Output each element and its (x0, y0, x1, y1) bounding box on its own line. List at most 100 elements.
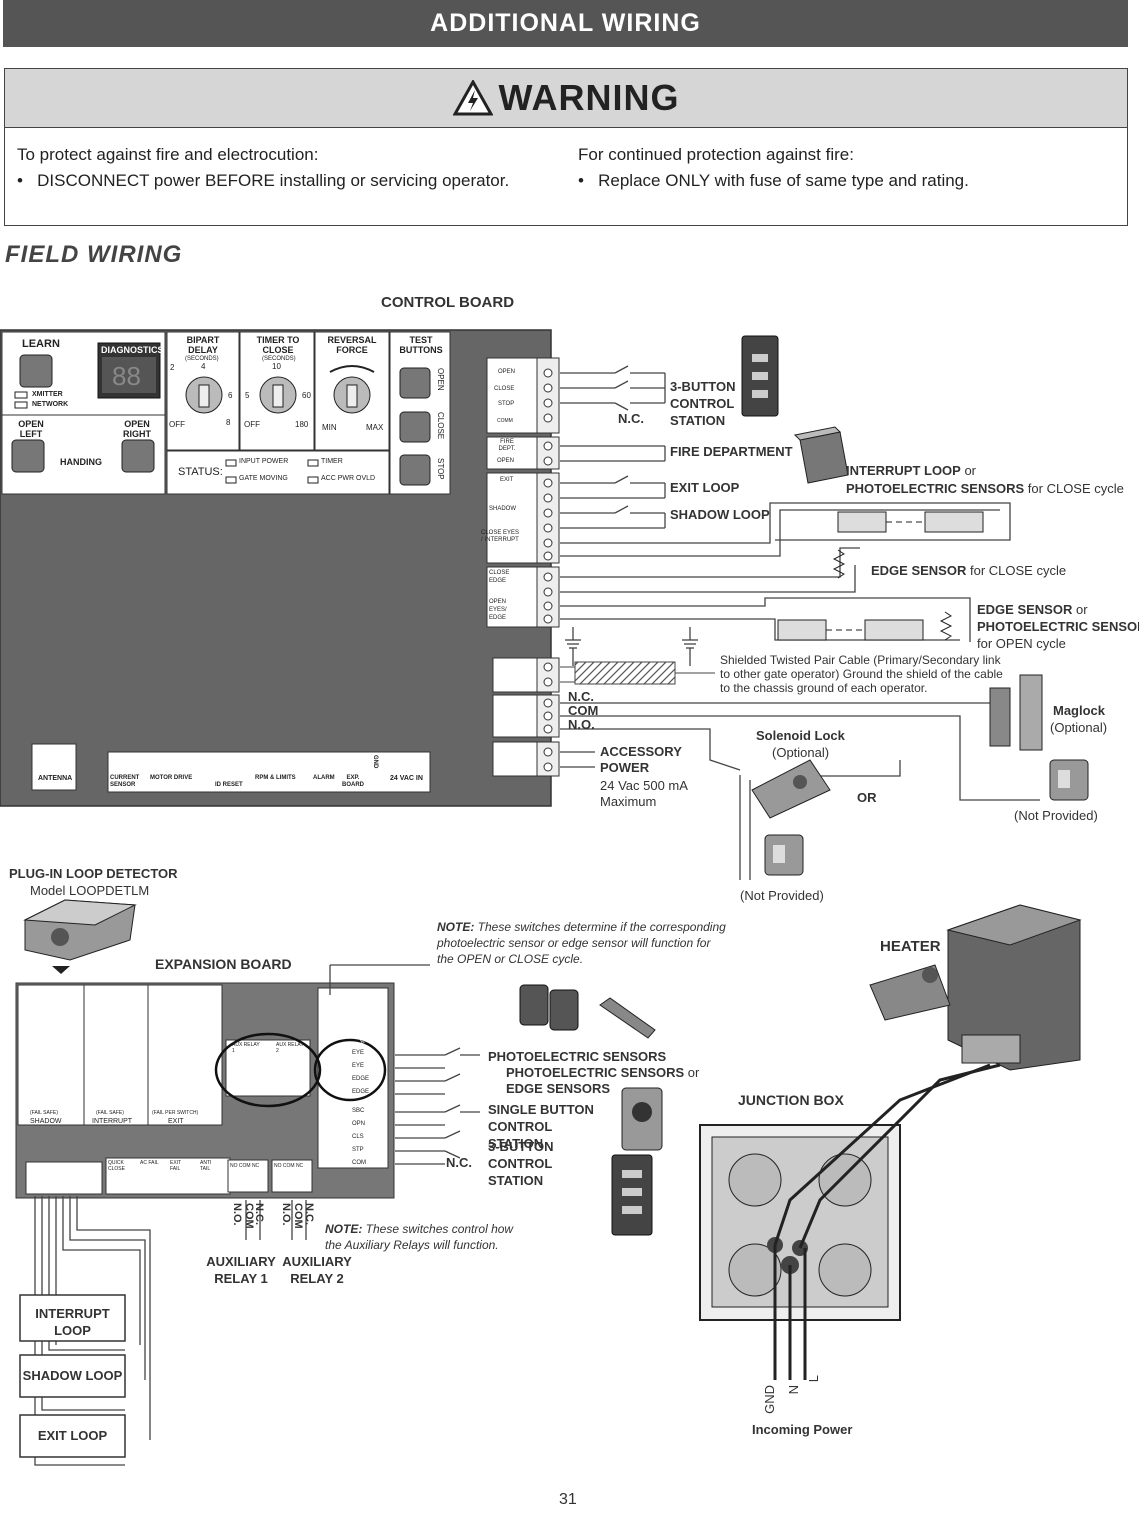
force-tick-min: MIN (322, 423, 337, 432)
status-acc-pwr: ACC PWR OVLD (321, 475, 376, 482)
dip-anti-tail: ANTI TAIL (200, 1160, 212, 1172)
edge-sensor-icon (599, 997, 656, 1039)
vac-in-label: 24 VAC IN (390, 775, 423, 782)
relay-nc-label: N.C. (568, 689, 594, 704)
edge-sensor-open-icon (939, 611, 953, 641)
board-shadow-label: SHADOW (30, 1118, 62, 1125)
network-label: NETWORK (32, 401, 69, 408)
board-interrupt-label: INTERRUPT (92, 1118, 133, 1125)
shadow-loop-box: SHADOW LOOP (22, 1368, 123, 1383)
shielded-cable (574, 661, 676, 685)
status-label: STATUS: (178, 466, 223, 478)
term-close-edge: CLOSE EDGE (489, 570, 510, 584)
photo-or-edge-bold: PHOTOELECTRIC SENSORS (506, 1065, 685, 1080)
maglock-icon (989, 674, 1043, 751)
alarm-label: ALARM (313, 775, 335, 781)
exp-three-button-label: 3-BUTTON CONTROL STATION (488, 1139, 554, 1188)
relay1-no: N.O. (231, 1203, 243, 1226)
test-close-button (399, 411, 431, 443)
bipart-tick-4: 4 (201, 362, 206, 371)
terminal-screws (543, 368, 553, 772)
status-timer: TIMER (321, 458, 343, 465)
timer-tick-10: 10 (272, 362, 281, 371)
incoming-power-label: Incoming Power (752, 1422, 853, 1437)
edge-close-bold: EDGE SENSOR (871, 563, 967, 578)
open-left-button (11, 439, 45, 473)
relay2-nc: N.C. (303, 1203, 315, 1225)
nc-label: N.C. (618, 411, 644, 426)
interrupt-loop-bold: INTERRUPT LOOP (846, 463, 961, 478)
three-button-station-icon (741, 335, 779, 417)
l-wire-label: L (806, 1375, 821, 1383)
exp-term-eye1: EYE (352, 1050, 365, 1056)
edge-sensors-label: EDGE SENSORS (506, 1081, 611, 1096)
board-exit-label: EXIT (168, 1118, 184, 1125)
photo-close-rest: for CLOSE cycle (1024, 481, 1124, 496)
transformer-icon-2 (764, 834, 804, 876)
term-comm: COMM (497, 418, 513, 424)
force-label: REVERSAL FORCE (327, 335, 377, 355)
exp-term-edge2: EDGE (352, 1089, 370, 1095)
or-label: OR (857, 790, 877, 805)
exp-term-sbc: SBC (352, 1108, 365, 1114)
term-close-eyes: CLOSE EYES / INTERRUPT (480, 530, 519, 543)
aux-relay-2-label: AUXILIARY RELAY 2 (282, 1254, 352, 1286)
term-exit: EXIT (500, 477, 514, 483)
bipart-seconds: (SECONDS) (185, 356, 219, 362)
shielded-cable-label: Shielded Twisted Pair Cable (Primary/Sec… (720, 653, 1003, 695)
single-button-label: SINGLE BUTTON CONTROL STATION (488, 1102, 594, 1151)
bipart-tick-8: 8 (226, 418, 231, 427)
exp-term-cls: CLS (352, 1134, 364, 1140)
slot-interrupt: INTERRUPT (56, 1188, 91, 1194)
single-button-station-icon (621, 1087, 663, 1151)
open-right-label: OPEN RIGHT (123, 419, 151, 439)
accessory-power-label: ACCESSORY POWER (600, 744, 682, 775)
term-fire-open: OPEN (497, 458, 515, 464)
warning-header: WARNING (5, 69, 1127, 128)
timer-seconds: (SECONDS) (262, 356, 296, 362)
maglock-label: Maglock (1053, 703, 1106, 718)
status-input-power: INPUT POWER (239, 458, 289, 465)
force-tick-max: MAX (366, 423, 384, 432)
warning-left-bullet: • DISCONNECT power BEFORE installing or … (17, 171, 510, 190)
aux-relay-1-dip: AUX RELAY 1 (232, 1042, 260, 1054)
section-title: FIELD WIRING (5, 241, 183, 268)
exit-loop-label: EXIT LOOP (670, 480, 740, 495)
junction-box-icon (699, 1124, 901, 1321)
edge-open-label: EDGE SENSOR or (977, 602, 1088, 617)
interrupt-loop-box: INTERRUPT LOOP (35, 1306, 110, 1338)
term-open-eyes-edge: OPEN EYES/ EDGE (489, 599, 507, 621)
term-shadow: SHADOW (489, 506, 516, 512)
exit-loop-box: EXIT LOOP (37, 1428, 108, 1443)
bipart-tick-off: OFF (169, 420, 185, 429)
photo-sensors-label: PHOTOELECTRIC SENSORS (488, 1049, 667, 1064)
current-sensor-label: CURRENT SENSOR (110, 775, 140, 788)
test-open-button (399, 367, 431, 399)
dip-ac-fail: AC FAIL (140, 1160, 159, 1166)
warning-title: WARNING (498, 77, 680, 118)
relay2-no: N.O. (280, 1203, 292, 1226)
not-provided-label-1: (Not Provided) (1014, 808, 1098, 823)
svg-text:88: 88 (112, 361, 141, 391)
expansion-three-button-icon (611, 1154, 653, 1236)
edge-open-bold: EDGE SENSOR (977, 602, 1073, 617)
term-open: OPEN (498, 369, 516, 375)
test-stop-label: STOP (436, 458, 445, 480)
junction-box-title: JUNCTION BOX (738, 1092, 844, 1108)
photo-close-bold: PHOTOELECTRIC SENSORS (846, 481, 1025, 496)
note1-text: These switches determine if the correspo… (437, 920, 726, 966)
interrupt-loop-label: INTERRUPT LOOP or (846, 463, 976, 478)
test-close-label: CLOSE (436, 412, 445, 440)
n-wire-label: N (786, 1385, 801, 1395)
exp-term-edge1: EDGE (352, 1076, 370, 1082)
test-buttons-label: TEST BUTTONS (399, 335, 443, 355)
for-open-label: for OPEN cycle (977, 636, 1066, 651)
three-button-label: 3-BUTTON CONTROL STATION (670, 379, 736, 428)
fire-department-box-icon (793, 426, 849, 484)
fire-department-label: FIRE DEPARTMENT (670, 444, 793, 459)
warning-right-bullet: • Replace ONLY with fuse of same type an… (578, 171, 969, 190)
open-left-label: OPEN LEFT (18, 419, 44, 439)
motor-drive-label: MOTOR DRIVE (150, 775, 193, 781)
to-main-board-label: TO MAIN BOARD (358, 1005, 364, 1053)
